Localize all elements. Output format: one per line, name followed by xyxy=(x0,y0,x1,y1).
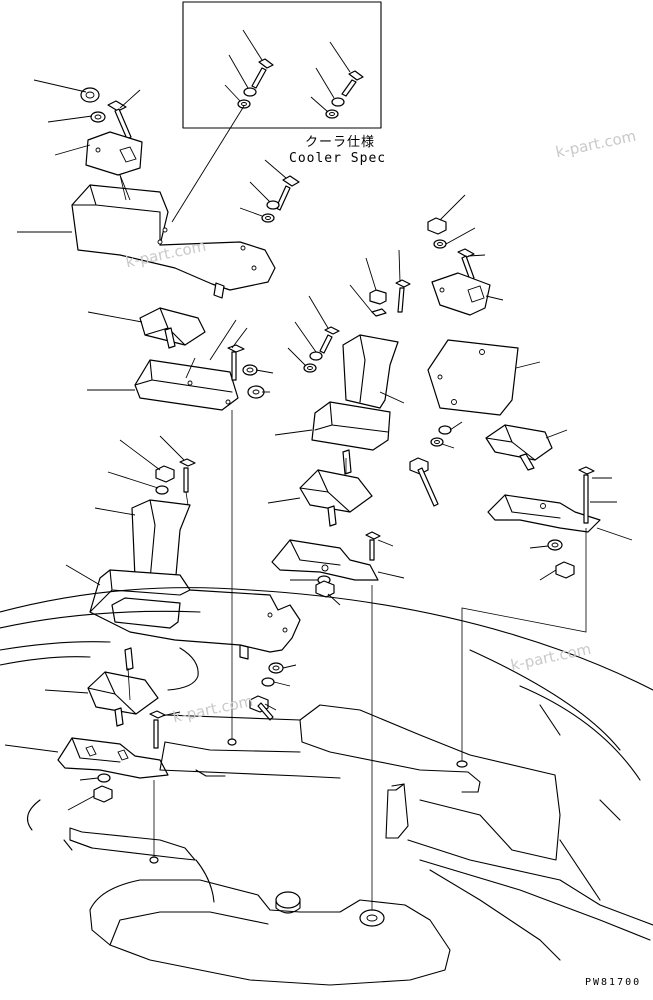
cooler-spec-inset xyxy=(171,1,382,223)
inset-bolt-right xyxy=(325,70,364,119)
cooler-spec-label-en: Cooler Spec xyxy=(289,151,387,166)
cooler-spec-label-jp: クーラ仕様 xyxy=(305,135,376,150)
side-bolt-set xyxy=(249,662,297,721)
lower-left-assembly xyxy=(4,435,301,811)
upper-left-bracket xyxy=(17,79,276,299)
inset-bolt-left xyxy=(237,58,274,109)
figure-code: PW81700 xyxy=(585,977,642,988)
assembly-guide-lines xyxy=(119,174,587,915)
machine-frame xyxy=(0,587,653,986)
lower-bracket-upper-left xyxy=(87,319,274,411)
center-column-assembly xyxy=(267,249,411,606)
right-column-assembly xyxy=(409,194,633,581)
rubber-mount-upper-left xyxy=(87,307,206,349)
middle-bolt-set xyxy=(239,159,300,223)
